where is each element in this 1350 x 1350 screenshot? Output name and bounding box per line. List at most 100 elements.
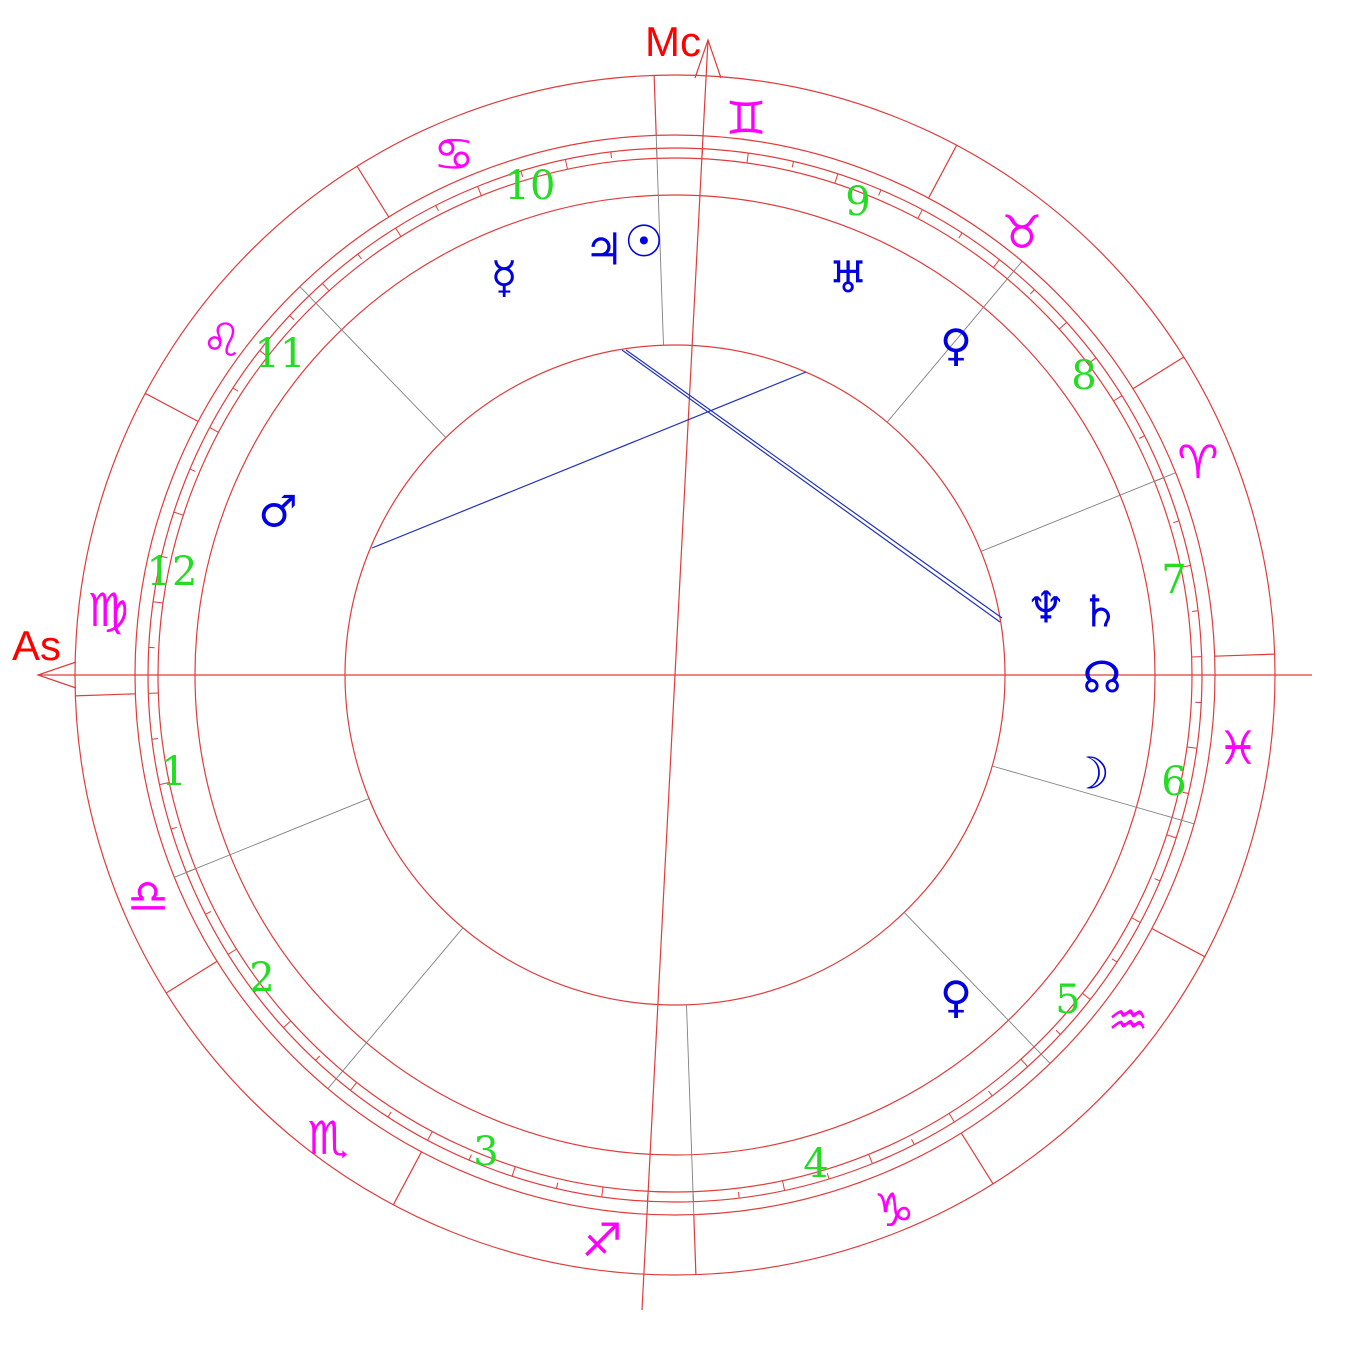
sign-divider bbox=[144, 392, 199, 423]
house-number-11: 11 bbox=[255, 331, 306, 377]
house-numbers: 1 2 3 4 5 6 7 8 9 10 11 12 bbox=[147, 163, 1187, 1187]
degree-tick bbox=[826, 1173, 830, 1180]
house-number-6: 6 bbox=[1161, 759, 1186, 805]
degree-tick bbox=[878, 189, 882, 196]
house-number-3: 3 bbox=[473, 1129, 498, 1175]
degree-tick bbox=[1020, 1058, 1028, 1067]
planet-saturn: ♄ bbox=[1080, 587, 1119, 638]
midheaven-label: Mc bbox=[645, 18, 701, 65]
house-cusp-line bbox=[686, 1004, 695, 1215]
house-number-10: 10 bbox=[505, 163, 556, 209]
degree-tick bbox=[1182, 791, 1189, 794]
degree-tick bbox=[520, 170, 524, 177]
degree-tick bbox=[253, 988, 260, 993]
sign-sagittarius: ♐ bbox=[581, 1213, 622, 1267]
sign-gemini: ♊ bbox=[725, 91, 766, 145]
ascendant-arrow bbox=[36, 661, 77, 689]
degree-tick bbox=[911, 1138, 915, 1145]
planet-neptune: ♆ bbox=[1026, 583, 1065, 634]
degree-tick bbox=[610, 151, 612, 158]
degree-tick bbox=[387, 1111, 392, 1118]
sign-divider bbox=[653, 75, 657, 136]
degree-tick bbox=[1111, 958, 1118, 963]
degree-tick bbox=[283, 1020, 292, 1028]
house-cusp-line bbox=[174, 798, 370, 878]
degree-tick bbox=[1166, 834, 1177, 839]
degree-tick bbox=[170, 826, 177, 830]
degree-tick bbox=[556, 1182, 559, 1189]
degree-tick bbox=[782, 1180, 786, 1191]
degree-tick bbox=[232, 387, 239, 392]
degree-tick bbox=[173, 511, 184, 516]
sign-pisces: ♓ bbox=[1217, 721, 1258, 775]
aspect-line-c bbox=[625, 349, 1003, 619]
sign-divider bbox=[1214, 653, 1275, 657]
degree-tick bbox=[1154, 878, 1161, 882]
planet-mercury: ☿ bbox=[490, 253, 517, 304]
sign-cancer: ♋ bbox=[433, 127, 474, 181]
sign-capricorn: ♑ bbox=[873, 1183, 914, 1237]
house-cusp-line bbox=[992, 765, 1195, 825]
house-number-5: 5 bbox=[1055, 977, 1080, 1023]
degree-tick bbox=[738, 1192, 740, 1199]
sign-dividers bbox=[75, 75, 1275, 1275]
degree-tick bbox=[791, 161, 794, 168]
degree-tick bbox=[153, 601, 164, 604]
degree-tick bbox=[1131, 917, 1141, 923]
degree-tick bbox=[205, 911, 212, 915]
degree-tick bbox=[746, 153, 749, 164]
degree-tick bbox=[477, 186, 482, 196]
planet-jupiter: ♃ bbox=[584, 225, 623, 276]
sign-scorpio: ♏ bbox=[307, 1111, 348, 1165]
sign-virgo: ♍ bbox=[87, 583, 128, 637]
planets: ☉ ♃ ☿ ♅ ♀ ♂ ♆ ♄ ☊ ☽ ♀ bbox=[258, 217, 1121, 1024]
sign-aries: ♈ bbox=[1177, 435, 1218, 489]
house-cusp-line bbox=[903, 912, 1051, 1064]
planet-sun: ☉ bbox=[624, 217, 663, 268]
sign-divider bbox=[693, 1214, 697, 1275]
degree-tick bbox=[357, 253, 362, 260]
degree-tick bbox=[1055, 1029, 1061, 1035]
degree-tick bbox=[315, 1055, 321, 1061]
degree-tick bbox=[259, 350, 268, 358]
degree-tick bbox=[834, 173, 839, 184]
midheaven-arrow bbox=[694, 38, 722, 79]
degree-tick bbox=[511, 1166, 516, 1177]
degree-tick bbox=[1090, 357, 1097, 362]
degree-tick bbox=[427, 1131, 433, 1141]
house-number-9: 9 bbox=[845, 179, 870, 225]
planet-node: ☊ bbox=[1082, 653, 1121, 704]
degree-tick bbox=[917, 209, 923, 219]
sign-divider bbox=[392, 1151, 423, 1206]
degree-tick bbox=[1058, 322, 1067, 330]
planet-uranus: ♅ bbox=[828, 253, 867, 304]
degree-tick bbox=[151, 738, 158, 740]
house-cusp-line bbox=[327, 927, 464, 1089]
house-cusp-line bbox=[980, 472, 1176, 552]
degree-tick bbox=[564, 159, 568, 170]
angle-axes bbox=[36, 38, 1312, 1311]
degree-tick bbox=[209, 427, 219, 433]
house-number-4: 4 bbox=[803, 1141, 828, 1187]
degree-tick bbox=[1138, 435, 1145, 439]
degree-tick bbox=[948, 1113, 955, 1123]
house-cusp-line bbox=[886, 261, 1023, 423]
house-cusp-line bbox=[655, 135, 664, 346]
degree-tick bbox=[395, 227, 402, 237]
degree-tick bbox=[189, 468, 196, 472]
sign-libra: ♎ bbox=[127, 869, 168, 923]
degree-tick bbox=[992, 259, 1000, 268]
degree-tick bbox=[958, 232, 963, 239]
house-number-8: 8 bbox=[1071, 353, 1096, 399]
ascendant-label: As bbox=[12, 622, 61, 669]
house-number-2: 2 bbox=[249, 955, 274, 1001]
degree-tick bbox=[868, 1154, 873, 1164]
house-cusp-line bbox=[299, 286, 447, 438]
aspect-lines bbox=[371, 349, 1003, 623]
sign-taurus: ♉ bbox=[1001, 205, 1042, 259]
house-number-7: 7 bbox=[1161, 557, 1186, 603]
sign-aquarius: ♒ bbox=[1107, 993, 1148, 1047]
degree-tick bbox=[435, 205, 439, 212]
degree-tick bbox=[1082, 992, 1091, 1000]
